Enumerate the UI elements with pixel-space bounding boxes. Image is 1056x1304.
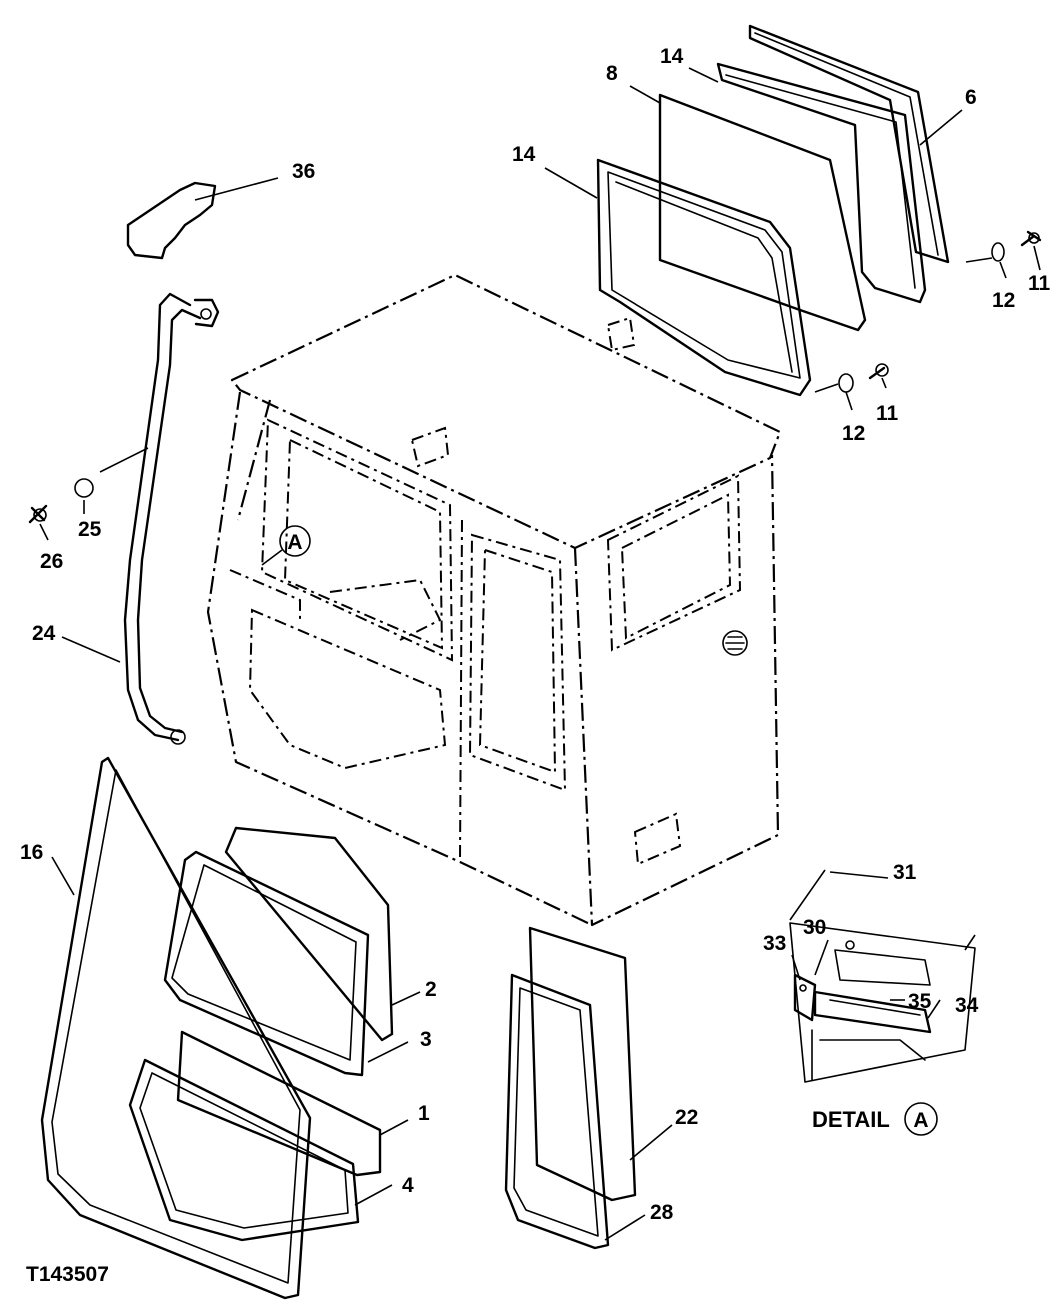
- part-4-seal: [128, 1058, 360, 1242]
- callout-25: 25: [78, 518, 102, 541]
- callout-11-lower: 11: [876, 402, 899, 425]
- part-14-upper-seal: [716, 62, 927, 304]
- callout-12-upper: 12: [992, 289, 1015, 312]
- part-36-bracket: [126, 181, 217, 260]
- callout-35: 35: [908, 990, 932, 1013]
- callout-33: 33: [763, 932, 786, 955]
- part-1-glass: [176, 1030, 382, 1177]
- callout-14-lower: 14: [512, 143, 536, 166]
- callout-6: 6: [965, 86, 977, 109]
- svg-text:A: A: [913, 1109, 928, 1132]
- part-2-glass: [224, 826, 394, 1042]
- handrail-24: [28, 292, 220, 745]
- rear-window-group: [596, 24, 950, 397]
- part-14-lower-seal: [596, 158, 812, 397]
- callout-4: 4: [402, 1174, 414, 1197]
- callout-24: 24: [32, 622, 56, 645]
- detail-a-marker-on-cab: A: [261, 525, 311, 566]
- figure-id: T143507: [26, 1263, 109, 1286]
- callout-26: 26: [40, 550, 63, 573]
- callout-labels: 36 6 14 8 14 11 12 11 12 25 26 24 16 2 3…: [20, 45, 1051, 1224]
- part-28-seal: [504, 973, 610, 1250]
- svg-text:DETAIL: DETAIL: [812, 1107, 890, 1132]
- svg-text:A: A: [287, 531, 302, 554]
- callout-12-lower: 12: [842, 422, 865, 445]
- callout-14-upper: 14: [660, 45, 684, 68]
- callout-8: 8: [606, 62, 618, 85]
- leader-lines: [39, 67, 1041, 1241]
- callout-34: 34: [955, 994, 979, 1017]
- callout-11-upper: 11: [1028, 272, 1051, 295]
- callout-36: 36: [292, 160, 315, 183]
- hardware-11-12: [838, 230, 1042, 393]
- window-22-28: [504, 926, 637, 1250]
- detail-a: [789, 869, 976, 1083]
- part-16-door-seal: [40, 756, 312, 1300]
- door-16-group: [40, 756, 394, 1300]
- detail-caption: DETAIL A: [812, 1102, 938, 1136]
- part-6-seal: [748, 24, 950, 264]
- callout-16: 16: [20, 841, 43, 864]
- callout-31: 31: [893, 861, 917, 884]
- part-8-glass: [658, 93, 867, 332]
- callout-30: 30: [803, 916, 826, 939]
- callout-28: 28: [650, 1201, 674, 1224]
- callout-2: 2: [425, 978, 437, 1001]
- callout-1: 1: [418, 1102, 430, 1125]
- cab-body: [206, 273, 782, 927]
- part-22-glass: [528, 926, 637, 1202]
- callout-3: 3: [420, 1028, 432, 1051]
- part-3-seal: [163, 850, 370, 1077]
- callout-22: 22: [675, 1106, 698, 1129]
